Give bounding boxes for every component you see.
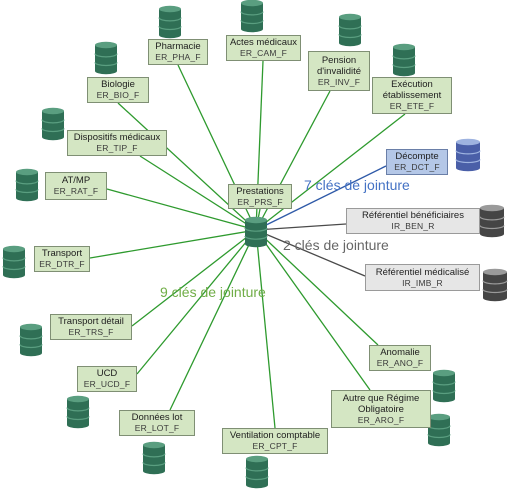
connection-line: [255, 229, 371, 391]
connection-line: [255, 229, 276, 429]
node-referentiel-medicalise[interactable]: Référentiel médicalisé IR_IMB_R: [365, 264, 480, 291]
node-label: AT/MP: [61, 175, 91, 186]
database-icon-ventilation-comptable: [245, 455, 269, 489]
node-code: ER_ETE_F: [389, 101, 435, 111]
database-icon-pharmacie: [158, 5, 182, 39]
node-label: Ventilation comptable: [229, 430, 321, 441]
database-icon-transport: [2, 245, 26, 279]
node-donnees-lot[interactable]: Données lot ER_LOT_F: [119, 410, 195, 436]
node-label: Référentiel bénéficiaires: [362, 210, 464, 221]
node-ucd[interactable]: UCD ER_UCD_F: [77, 366, 137, 392]
database-icon-anomalie: [432, 369, 456, 403]
node-code: ER_PRS_F: [237, 196, 283, 207]
database-icon-prestations-hub: [244, 216, 268, 248]
node-label: Exécution établissement: [382, 79, 442, 101]
database-icon-pension-invalidite: [338, 13, 362, 47]
join-label-green: 9 clés de jointure: [160, 284, 266, 300]
connection-line: [169, 229, 257, 411]
database-icon-biologie: [94, 41, 118, 75]
node-prestations[interactable]: Prestations ER_PRS_F: [228, 184, 292, 209]
node-label: Référentiel médicalisé: [375, 266, 470, 278]
node-code: ER_CPT_F: [252, 441, 298, 451]
node-code: IR_BEN_R: [391, 221, 435, 231]
connection-line: [255, 223, 347, 231]
connection-line: [106, 188, 257, 231]
node-label: Prestations: [236, 185, 284, 197]
node-pension-invalidite[interactable]: Pension d'invalidité ER_INV_F: [308, 51, 370, 91]
node-label: Anomalie: [380, 347, 420, 358]
join-label-gray: 2 clés de jointure: [283, 237, 389, 253]
node-code: ER_TRS_F: [68, 327, 114, 337]
connection-line: [136, 229, 257, 375]
node-code: ER_ANO_F: [376, 358, 424, 368]
node-label: Actes médicaux: [229, 37, 298, 48]
node-label: UCD: [96, 368, 118, 379]
database-icon-transport-detail: [19, 323, 43, 357]
node-label: Autre que Régime Obligatoire: [342, 392, 420, 415]
database-icon-actes-medicaux: [240, 0, 264, 33]
connection-line: [131, 229, 257, 327]
connection-line: [255, 113, 406, 231]
node-code: ER_BIO_F: [96, 90, 140, 100]
connection-line: [255, 90, 331, 231]
join-label-blue: 7 clés de jointure: [304, 177, 410, 193]
node-label: Dispositifs médicaux: [73, 132, 161, 143]
database-icon-at-mp: [15, 168, 39, 202]
node-code: IR_IMB_R: [402, 277, 443, 288]
node-code: ER_ARO_F: [357, 414, 405, 425]
node-execution-etablissement[interactable]: Exécution établissement ER_ETE_F: [372, 77, 452, 114]
node-label: Pharmacie: [155, 41, 201, 52]
node-code: ER_DCT_F: [394, 162, 440, 172]
node-pharmacie[interactable]: Pharmacie ER_PHA_F: [148, 39, 208, 65]
node-code: ER_INV_F: [317, 76, 361, 87]
node-actes-medicaux[interactable]: Actes médicaux ER_CAM_F: [226, 35, 301, 61]
connection-line: [255, 165, 387, 231]
node-biologie[interactable]: Biologie ER_BIO_F: [87, 77, 149, 103]
node-code: ER_PHA_F: [155, 52, 201, 62]
node-label: Décompte: [395, 151, 439, 162]
database-icon-donnees-lot: [142, 441, 166, 475]
database-icon-autre-regime: [427, 413, 451, 447]
node-transport[interactable]: Transport ER_DTR_F: [34, 246, 90, 272]
database-icon-dispositifs-medicaux: [41, 107, 65, 141]
node-code: ER_DTR_F: [39, 259, 85, 269]
node-decompte[interactable]: Décompte ER_DCT_F: [386, 149, 448, 175]
node-referentiel-beneficiaires[interactable]: Référentiel bénéficiaires IR_BEN_R: [346, 208, 480, 234]
node-code: ER_TIP_F: [96, 143, 138, 153]
node-code: ER_UCD_F: [83, 379, 131, 389]
node-label: Transport: [41, 248, 83, 259]
node-label: Données lot: [131, 412, 183, 423]
connection-line: [89, 229, 257, 259]
database-icon-decompte: [455, 138, 481, 172]
database-icon-execution-etablissement: [392, 43, 416, 77]
connection-line: [255, 229, 366, 277]
node-label: Pension d'invalidité: [316, 54, 362, 77]
connection-line: [255, 229, 379, 346]
node-dispositifs-medicaux[interactable]: Dispositifs médicaux ER_TIP_F: [67, 130, 167, 156]
node-transport-detail[interactable]: Transport détail ER_TRS_F: [50, 314, 132, 340]
database-icon-referentiel-beneficiaires: [479, 204, 505, 238]
node-anomalie[interactable]: Anomalie ER_ANO_F: [369, 345, 431, 371]
node-label: Biologie: [101, 79, 135, 90]
node-code: ER_CAM_F: [240, 48, 287, 58]
database-icon-ucd: [66, 395, 90, 429]
database-icon-referentiel-medicalise: [482, 268, 508, 302]
node-autre-regime[interactable]: Autre que Régime Obligatoire ER_ARO_F: [331, 390, 431, 428]
node-label: Transport détail: [58, 316, 124, 327]
node-at-mp[interactable]: AT/MP ER_RAT_F: [45, 172, 107, 200]
node-code: ER_LOT_F: [134, 423, 180, 433]
node-ventilation-comptable[interactable]: Ventilation comptable ER_CPT_F: [222, 428, 328, 454]
node-code: ER_RAT_F: [53, 186, 99, 196]
connection-line: [139, 155, 257, 231]
